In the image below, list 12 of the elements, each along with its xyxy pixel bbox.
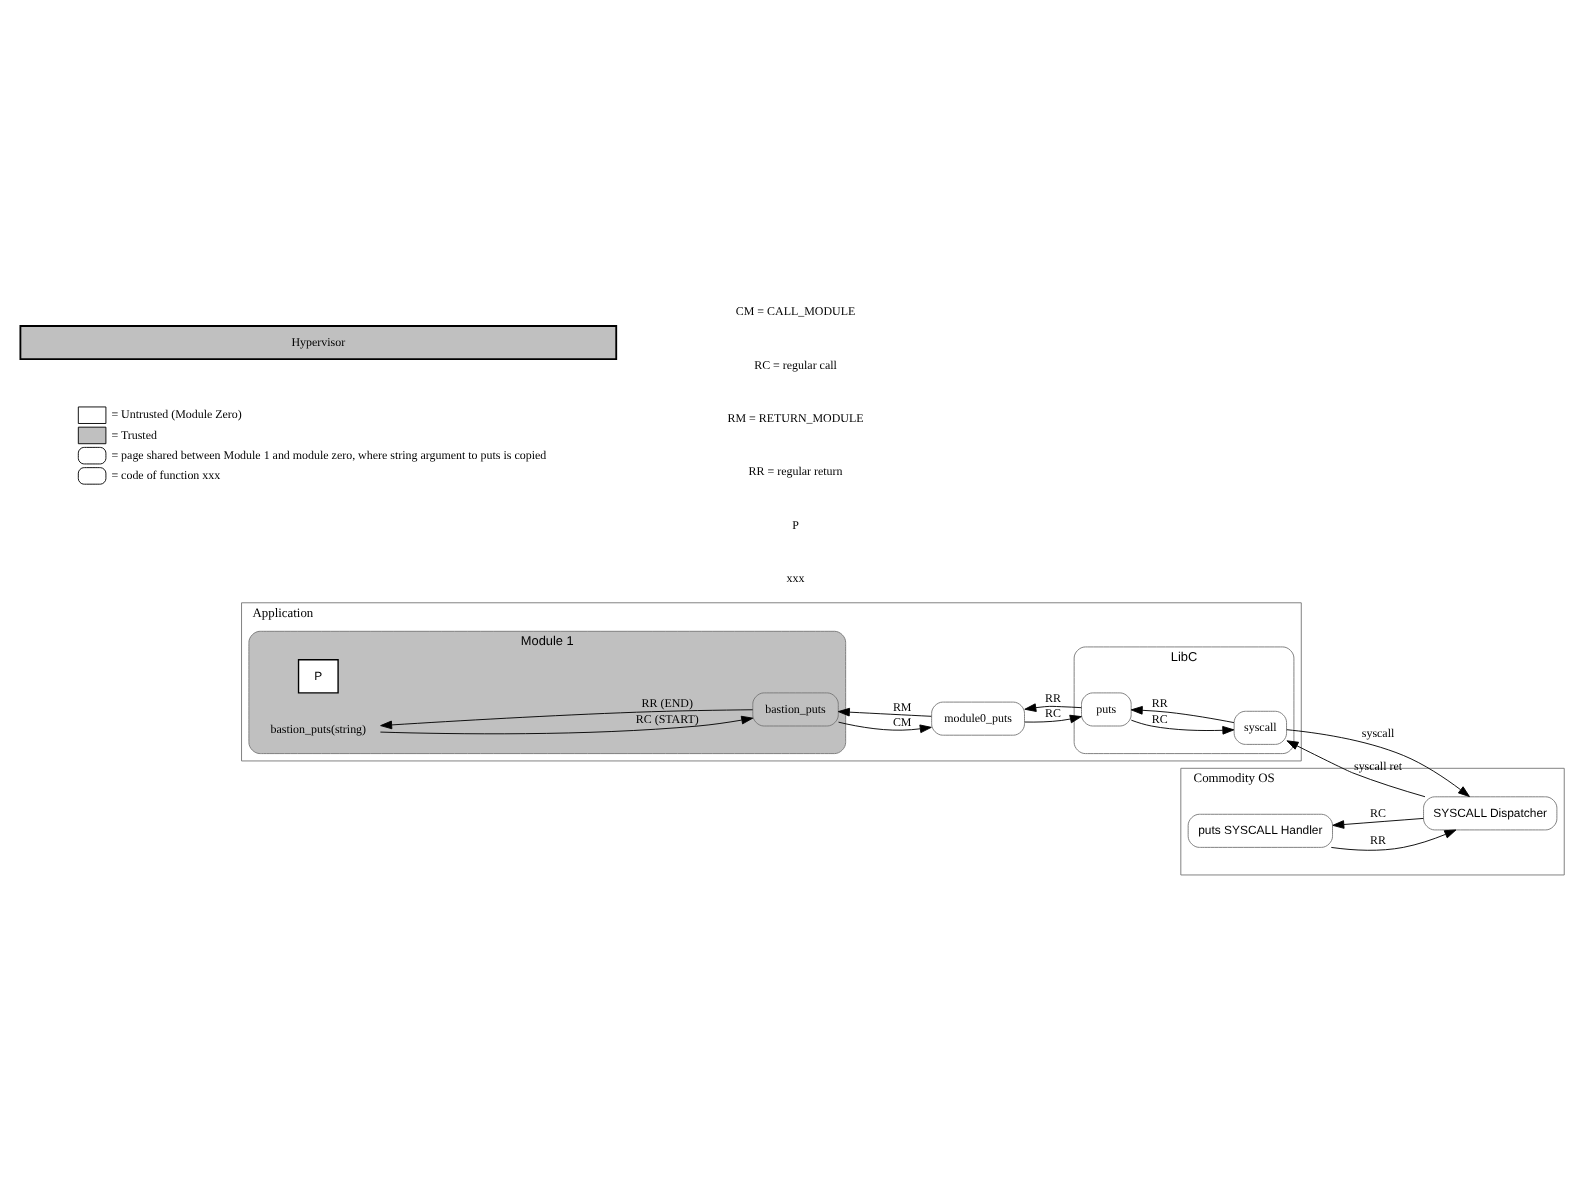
arrow	[1130, 719, 1235, 735]
arrow	[380, 709, 754, 730]
arrow	[1330, 829, 1457, 851]
arrow	[838, 721, 932, 734]
arrow	[1130, 706, 1235, 724]
arrow	[1024, 703, 1082, 712]
arrow	[379, 715, 754, 735]
arrow	[1024, 714, 1082, 724]
arrow	[1286, 729, 1470, 798]
arrow	[1286, 740, 1426, 798]
arrow	[837, 707, 932, 717]
arrow	[1332, 817, 1424, 829]
